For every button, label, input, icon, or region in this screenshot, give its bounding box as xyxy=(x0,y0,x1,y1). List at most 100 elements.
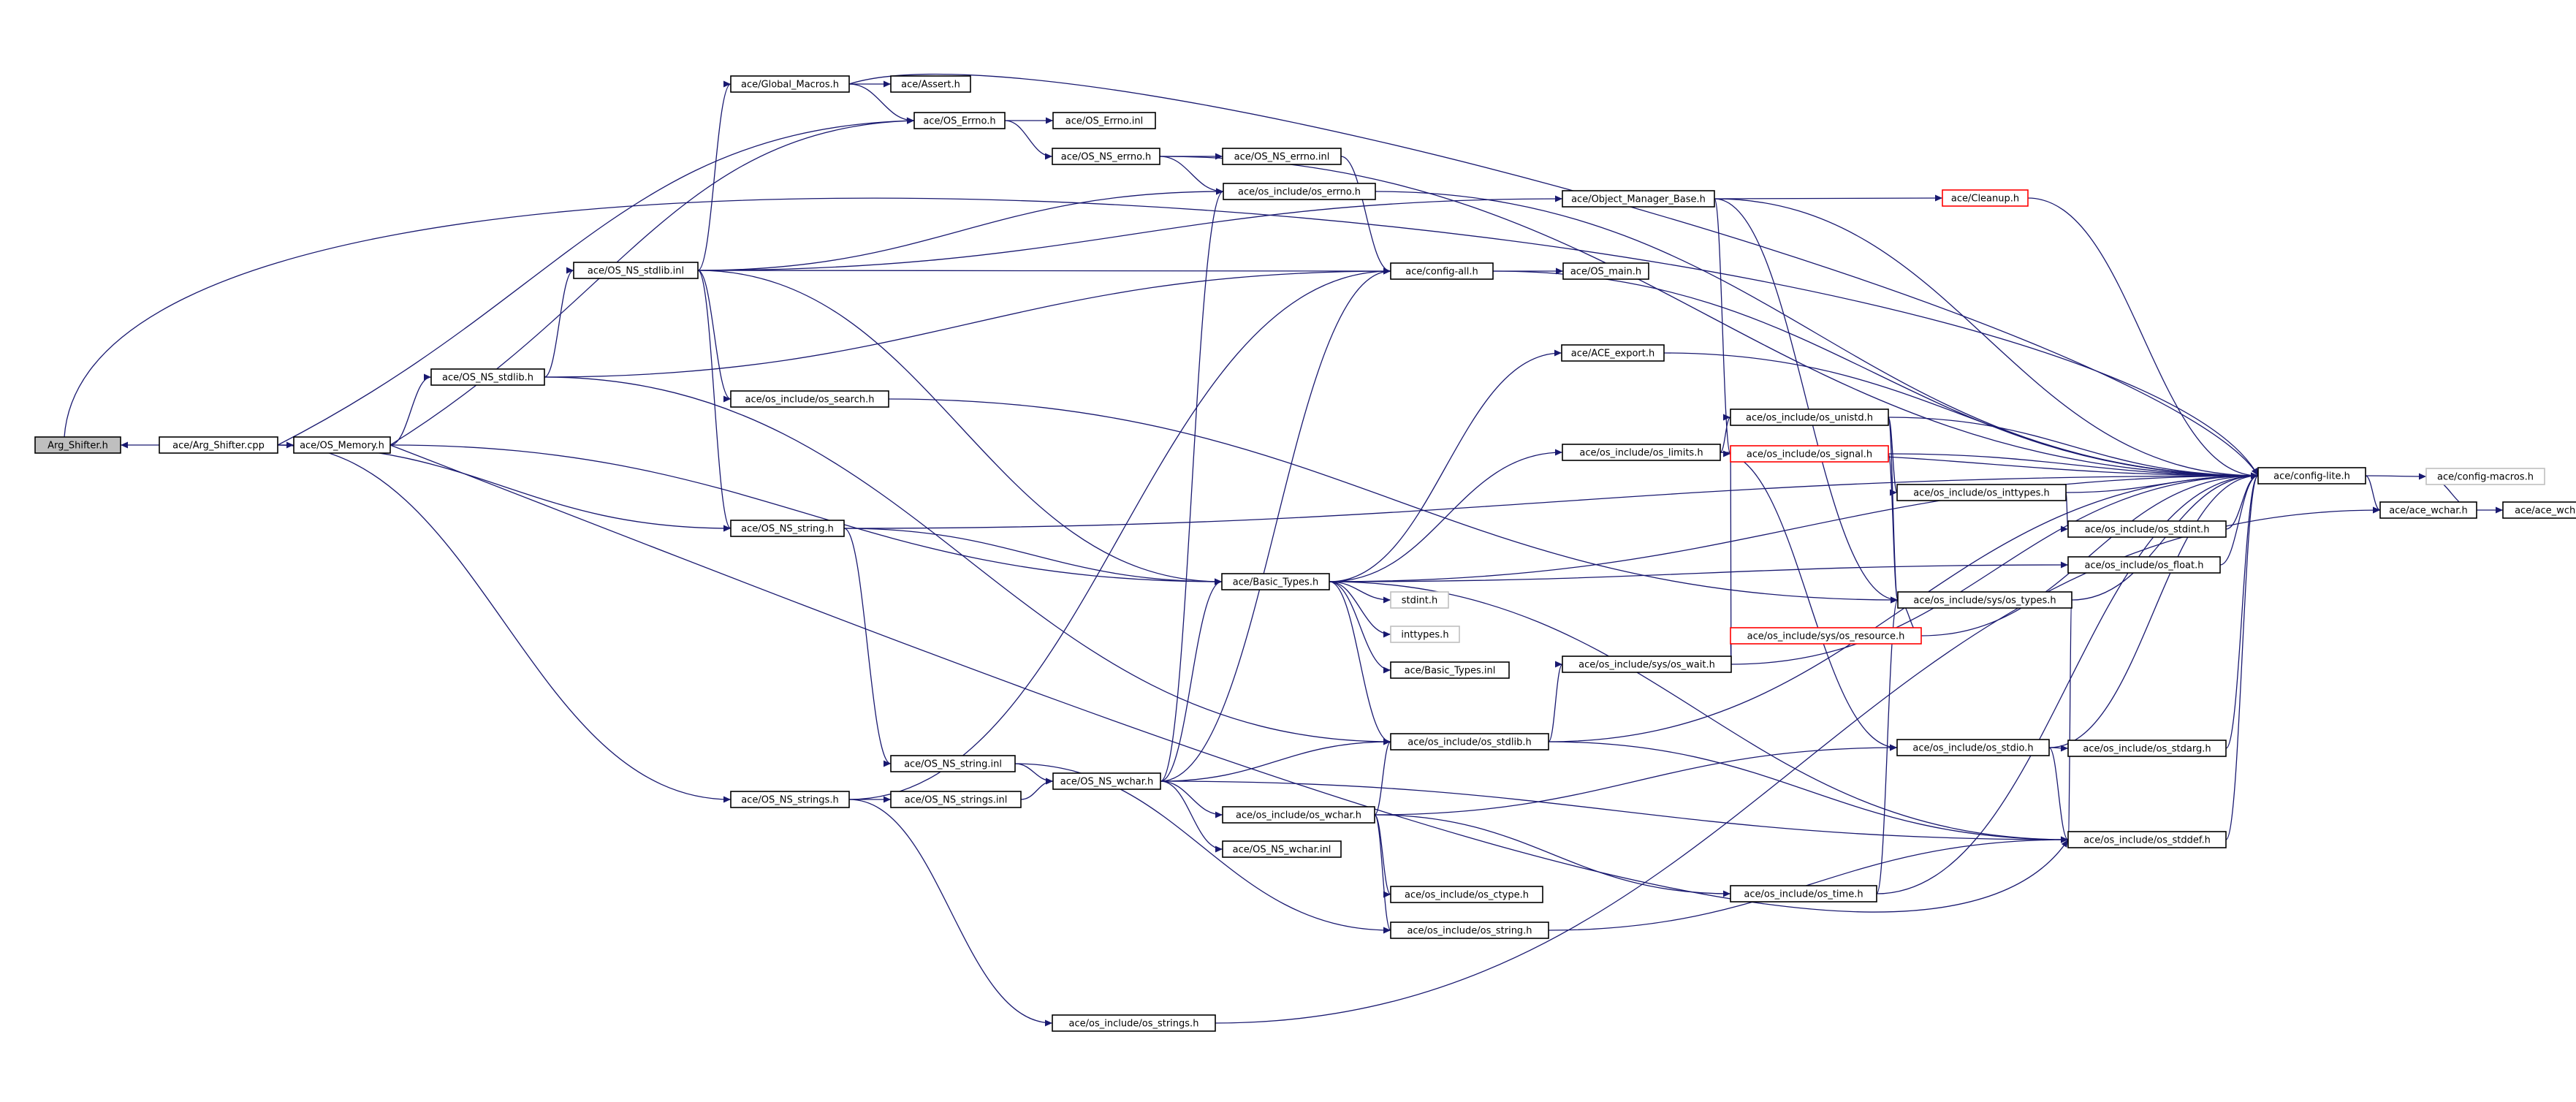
node-box xyxy=(573,262,699,279)
node-basic-types-h[interactable]: ace/Basic_Types.h xyxy=(1221,573,1330,590)
node-cleanup-h[interactable]: ace/Cleanup.h xyxy=(1942,189,2029,207)
node-os-include-os-float-h[interactable]: ace/os_include/os_float.h xyxy=(2067,556,2221,574)
node-os-include-os-wchar-h[interactable]: ace/os_include/os_wchar.h xyxy=(1222,806,1375,824)
node-box xyxy=(2502,501,2576,519)
node-os-include-os-search-h[interactable]: ace/os_include/os_search.h xyxy=(730,390,889,408)
node-box xyxy=(1730,445,1889,463)
node-box xyxy=(1562,190,1715,208)
node-label: ace/os_include/os_errno.h xyxy=(1238,187,1361,198)
node-os-errno-h[interactable]: ace/OS_Errno.h xyxy=(913,112,1006,129)
arrowhead-os_ns_errno_inl xyxy=(1215,153,1223,160)
node-os-ns-string-h[interactable]: ace/OS_NS_string.h xyxy=(730,520,845,537)
node-object-manager-base-h[interactable]: ace/Object_Manager_Base.h xyxy=(1562,190,1715,208)
node-os-ns-wchar-inl[interactable]: ace/OS_NS_wchar.inl xyxy=(1222,840,1342,858)
node-os-include-os-unistd-h[interactable]: ace/os_include/os_unistd.h xyxy=(1730,408,1889,426)
node-config-all-h[interactable]: ace/config-all.h xyxy=(1390,262,1494,280)
node-os-include-os-ctype-h[interactable]: ace/os_include/os_ctype.h xyxy=(1390,886,1543,903)
node-os-memory-h[interactable]: ace/OS_Memory.h xyxy=(293,436,391,454)
node-os-include-os-stddef-h[interactable]: ace/os_include/os_stddef.h xyxy=(2067,831,2227,848)
node-label: ace/ACE_export.h xyxy=(1571,349,1654,360)
arrowhead-global_macros_h xyxy=(723,80,731,88)
node-os-include-os-stdio-h[interactable]: ace/os_include/os_stdio.h xyxy=(1896,739,2050,756)
node-box xyxy=(730,75,850,93)
node-stdint-h[interactable]: stdint.h xyxy=(1390,591,1449,609)
node-os-ns-string-inl[interactable]: ace/OS_NS_string.inl xyxy=(890,755,1016,772)
edge-os_include_os_signal_h-to-config_lite_h xyxy=(1888,453,2259,476)
node-os-include-os-string-h[interactable]: ace/os_include/os_string.h xyxy=(1390,922,1549,939)
edge-os_ns_strings_h-to-config_all_h xyxy=(848,270,1391,800)
node-assert-h[interactable]: ace/Assert.h xyxy=(890,75,971,93)
node-os-include-os-limits-h[interactable]: ace/os_include/os_limits.h xyxy=(1562,444,1721,461)
node-os-include-os-time-h[interactable]: ace/os_include/os_time.h xyxy=(1730,885,1877,902)
node-basic-types-inl[interactable]: ace/Basic_Types.inl xyxy=(1390,661,1510,679)
node-os-include-os-stdarg-h[interactable]: ace/os_include/os_stdarg.h xyxy=(2067,740,2227,757)
edge-os_include_os_signal_h-to-os_include_sys_os_types_h xyxy=(1888,453,1899,601)
node-os-include-sys-os-resource-h[interactable]: ace/os_include/sys/os_resource.h xyxy=(1730,627,1922,645)
node-os-errno-inl[interactable]: ace/OS_Errno.inl xyxy=(1052,112,1156,129)
edge-os_ns_stdlib_h-to-config_all_h xyxy=(544,270,1391,378)
node-box xyxy=(1730,885,1877,902)
node-label: Arg_Shifter.h xyxy=(48,441,108,452)
node-ace-wchar-inl[interactable]: ace/ace_wchar.inl xyxy=(2502,501,2576,519)
node-os-include-sys-os-types-h[interactable]: ace/os_include/sys/os_types.h xyxy=(1897,591,2072,609)
node-os-ns-strings-h[interactable]: ace/OS_NS_strings.h xyxy=(730,791,850,808)
edge-os_ns_strings_inl-to-os_ns_wchar_h xyxy=(1020,780,1054,800)
edge-os_include_sys_os_resource_h-to-config_lite_h xyxy=(1920,475,2259,636)
node-label: ace/os_include/os_unistd.h xyxy=(1746,413,1873,424)
edge-os_include_sys_os_types_h-to-config_lite_h xyxy=(2071,475,2259,601)
arrowhead-assert_h xyxy=(884,80,891,88)
node-os-ns-stdlib-h[interactable]: ace/OS_NS_stdlib.h xyxy=(430,368,545,386)
edge-os_ns_stdlib_h-to-os_ns_stdlib_inl xyxy=(544,270,574,378)
node-label: ace/os_include/os_search.h xyxy=(745,395,875,406)
edge-os_include_os_limits_h-to-os_include_os_stdio_h xyxy=(1720,452,1898,748)
node-os-ns-errno-h[interactable]: ace/OS_NS_errno.h xyxy=(1052,148,1160,165)
node-box xyxy=(430,368,545,386)
node-arg-shifter-h[interactable]: Arg_Shifter.h xyxy=(34,436,121,454)
node-os-include-os-signal-h[interactable]: ace/os_include/os_signal.h xyxy=(1730,445,1889,463)
edge-os_include_sys_os_types_h-to-os_include_os_stddef_h xyxy=(2067,599,2072,840)
arrowhead-os_include_os_unistd_h xyxy=(1723,414,1730,421)
node-box xyxy=(1221,573,1330,590)
node-os-include-os-strings-h[interactable]: ace/os_include/os_strings.h xyxy=(1052,1014,1216,1032)
edges-layer xyxy=(64,73,2503,1027)
node-config-macros-h[interactable]: ace/config-macros.h xyxy=(2425,468,2545,485)
node-label: ace/os_include/sys/os_types.h xyxy=(1913,596,2056,607)
edge-os_include_os_stdlib_h-to-config_lite_h xyxy=(1548,475,2259,742)
node-os-main-h[interactable]: ace/OS_main.h xyxy=(1562,262,1649,280)
arrowhead-os_include_os_stdint_h xyxy=(2061,525,2068,533)
node-label: ace/os_include/sys/os_wait.h xyxy=(1578,660,1715,671)
node-config-lite-h[interactable]: ace/config-lite.h xyxy=(2257,467,2366,484)
edge-os_ns_wchar_h-to-os_include_os_stddef_h xyxy=(1160,780,2069,840)
node-os-include-os-stdlib-h[interactable]: ace/os_include/os_stdlib.h xyxy=(1390,733,1549,750)
edge-os_ns_wchar_h-to-os_include_os_errno_h xyxy=(1160,191,1224,782)
node-box xyxy=(293,436,391,454)
edge-basic_types_h-to-os_include_os_float_h xyxy=(1329,564,2069,582)
node-ace-wchar-h[interactable]: ace/ace_wchar.h xyxy=(2379,501,2477,519)
node-os-ns-wchar-h[interactable]: ace/OS_NS_wchar.h xyxy=(1052,772,1161,790)
node-ace-export-h[interactable]: ace/ACE_export.h xyxy=(1561,344,1665,362)
edge-global_macros_h-to-config_lite_h xyxy=(848,73,2259,476)
node-arg-shifter-cpp[interactable]: ace/Arg_Shifter.cpp xyxy=(159,436,278,454)
node-os-ns-strings-inl[interactable]: ace/OS_NS_strings.inl xyxy=(890,791,1022,808)
node-os-include-os-inttypes-h[interactable]: ace/os_include/os_inttypes.h xyxy=(1896,484,2067,501)
edge-os_include_os_float_h-to-config_lite_h xyxy=(2219,475,2259,566)
arrowhead-os_include_os_stddef_h xyxy=(2061,836,2068,843)
arrowhead-os_ns_wchar_inl xyxy=(1215,846,1223,853)
node-box xyxy=(1896,739,2050,756)
node-box xyxy=(1052,1014,1216,1032)
arrowhead-os_include_os_stdlib_h xyxy=(1383,738,1391,745)
node-inttypes-h[interactable]: inttypes.h xyxy=(1390,626,1460,643)
node-os-ns-errno-inl[interactable]: ace/OS_NS_errno.inl xyxy=(1222,148,1342,165)
node-os-ns-stdlib-inl[interactable]: ace/OS_NS_stdlib.inl xyxy=(573,262,699,279)
node-label: ace/OS_Errno.h xyxy=(923,116,995,127)
edge-basic_types_h-to-os_include_os_stdlib_h xyxy=(1329,581,1391,742)
arrowhead-basic_types_inl xyxy=(1383,666,1391,674)
edge-os_include_os_errno_h-to-config_lite_h xyxy=(1375,191,2259,476)
node-os-include-sys-os-wait-h[interactable]: ace/os_include/sys/os_wait.h xyxy=(1562,656,1732,673)
node-os-include-os-errno-h[interactable]: ace/os_include/os_errno.h xyxy=(1223,183,1376,200)
node-box xyxy=(1390,886,1543,903)
node-os-include-os-stdint-h[interactable]: ace/os_include/os_stdint.h xyxy=(2067,520,2227,538)
node-global-macros-h[interactable]: ace/Global_Macros.h xyxy=(730,75,850,93)
edge-os_include_os_wchar_h-to-os_include_os_string_h xyxy=(1374,814,1391,931)
